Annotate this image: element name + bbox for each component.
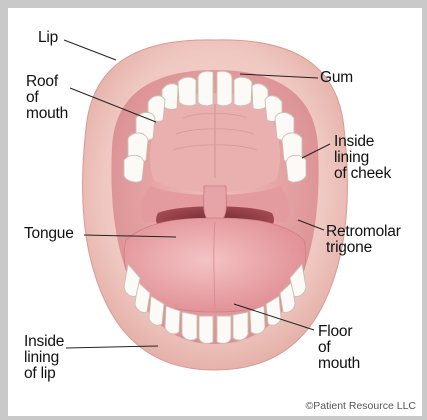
copyright-credit: ©Patient Resource LLC	[306, 400, 416, 412]
label-inside-lining-of-cheek: Inside lining of cheek	[334, 134, 391, 182]
leader-lip	[64, 40, 116, 60]
uvula	[204, 186, 227, 223]
label-gum: Gum	[320, 70, 353, 86]
label-roof-of-mouth: Roof of mouth	[26, 74, 68, 122]
figure-panel: Lip Roof of mouth Gum Inside lining of c…	[8, 8, 422, 416]
label-inside-lining-of-lip: Inside lining of lip	[24, 334, 64, 382]
label-tongue: Tongue	[24, 226, 74, 242]
label-lip: Lip	[38, 30, 58, 46]
label-retromolar-trigone: Retromolar trigone	[326, 224, 401, 256]
label-floor-of-mouth: Floor of mouth	[318, 324, 360, 372]
